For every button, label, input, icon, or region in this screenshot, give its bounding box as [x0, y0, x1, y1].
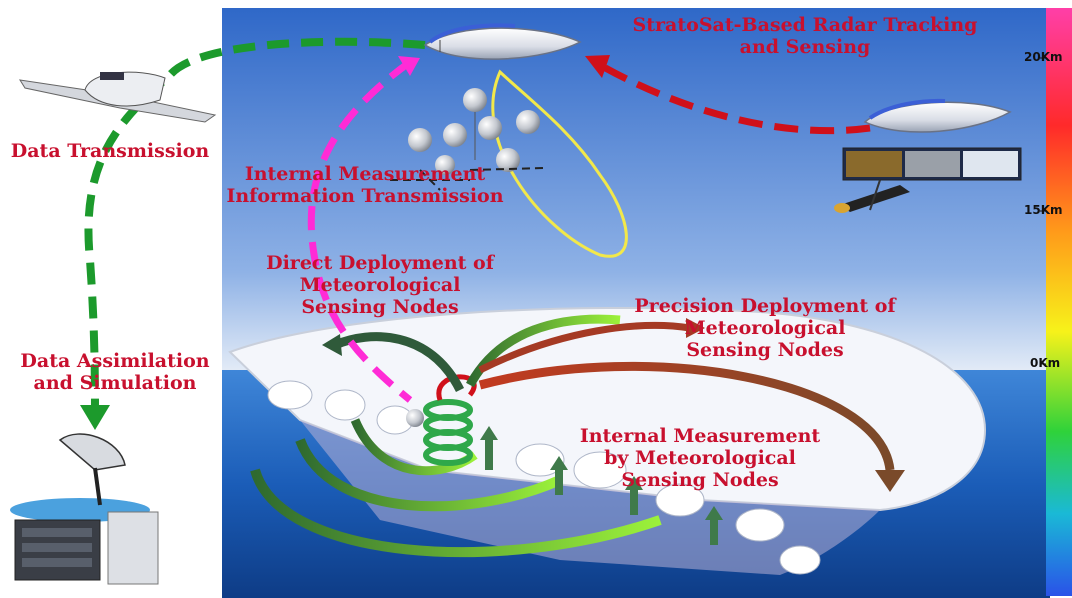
- updraft-arrows: [480, 426, 723, 545]
- eye-spiral: [423, 399, 473, 466]
- precision-deploy-arrow-head: [686, 318, 705, 338]
- altitude-color-bar: [1046, 8, 1072, 596]
- eye-outflow-red: [436, 374, 477, 401]
- stratosat-airship-main: [423, 23, 582, 60]
- outflow-arrow-left: [333, 332, 465, 393]
- dropsonde-drone: [834, 179, 910, 213]
- outflow-arrow-right: [478, 362, 895, 471]
- altitude-label-20km: 20Km: [1024, 50, 1063, 64]
- inflow-arrow-outer: [250, 468, 662, 558]
- hurricane-cloud-shadow: [300, 420, 880, 575]
- radar-tracking-arrowhead: [585, 55, 610, 78]
- internal-transmission-arrowhead: [398, 56, 420, 76]
- internal-transmission-path: [307, 59, 413, 403]
- eyewall-clouds: [267, 380, 821, 575]
- outflow-arrow-right-head: [875, 470, 905, 492]
- outflow-arrow-left-head: [322, 334, 342, 356]
- inflow-arrow-middle: [295, 438, 563, 512]
- label-data-transmission: Data Transmission: [10, 140, 210, 162]
- altitude-label-0km: 0Km: [1030, 356, 1061, 370]
- radar-equipment-thumbnails: [842, 147, 1022, 181]
- hurricane-cloud-disk: [228, 306, 987, 512]
- uav-aircraft: [19, 71, 217, 123]
- ground-station: [10, 433, 159, 585]
- data-transmission-path: [84, 37, 426, 421]
- altitude-label-15km: 15Km: [1024, 203, 1063, 217]
- stratosat-airship-secondary: [863, 98, 1012, 133]
- data-transmission-arrowhead: [80, 405, 110, 430]
- sounding-balloons: [390, 88, 546, 191]
- precision-deploy-arrow: [478, 321, 691, 374]
- sensing-node-drop: [406, 409, 424, 427]
